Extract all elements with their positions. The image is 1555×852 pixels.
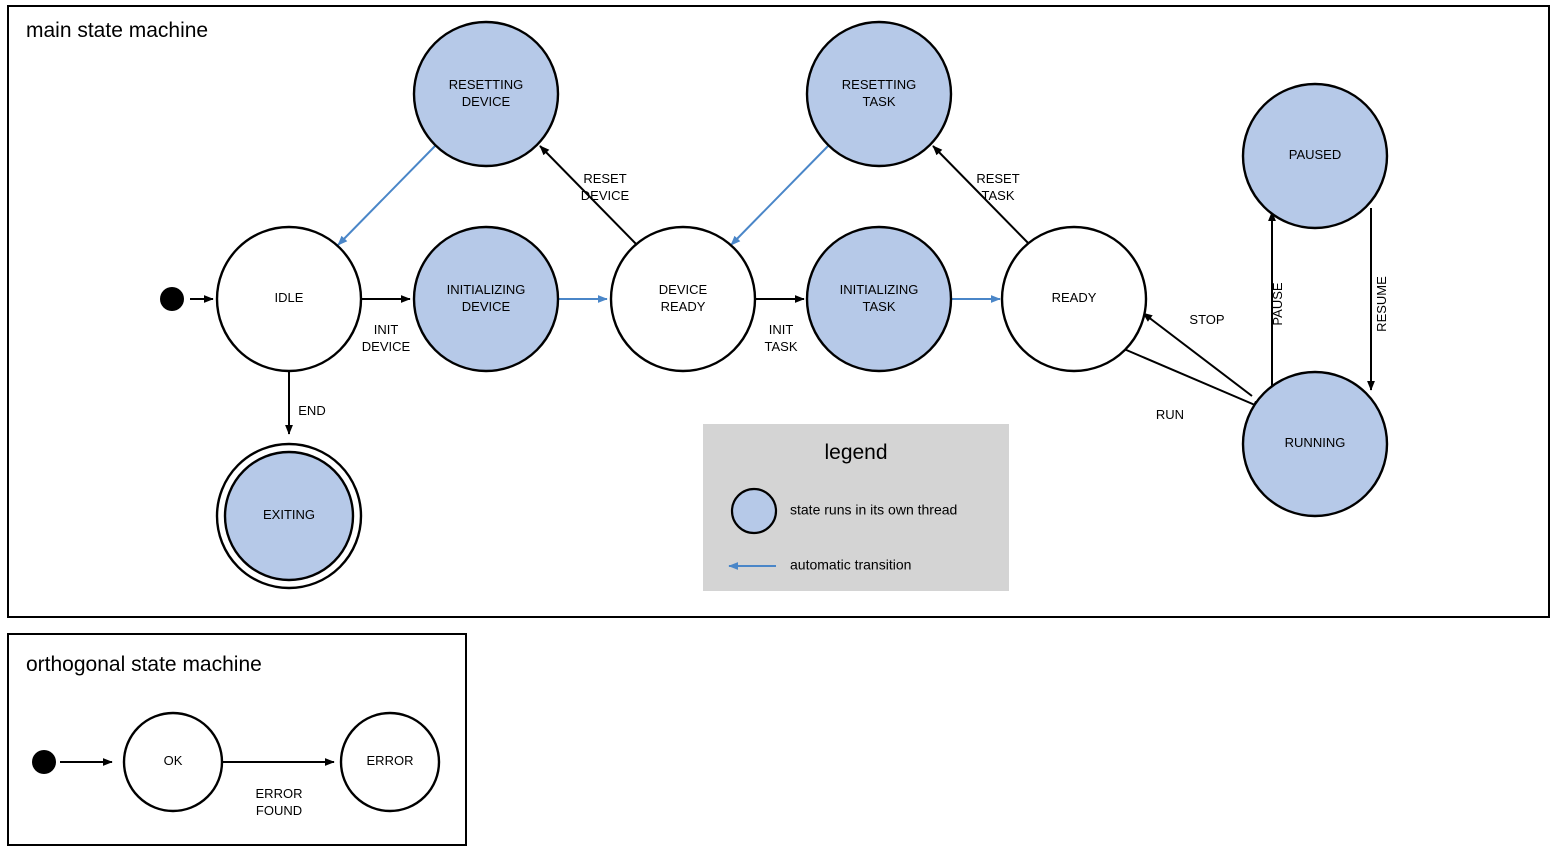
state-label-ready: READY	[1052, 290, 1097, 305]
state-paused[interactable]: PAUSED	[1241, 82, 1389, 230]
state-shape	[412, 225, 560, 373]
legend-title: legend	[824, 441, 887, 464]
orthogonal-states-layer: OK ERROR	[32, 711, 441, 813]
state-shape	[215, 225, 363, 373]
state-shape	[223, 450, 355, 582]
legend: legend state runs in its own thread automa…	[703, 424, 1009, 591]
state-shape	[805, 225, 953, 373]
transition-label-running-to-paused: PAUSE	[1270, 282, 1285, 325]
state-label-paused: PAUSED	[1289, 147, 1342, 162]
state-shape	[122, 711, 224, 813]
legend-item-label: state runs in its own thread	[790, 502, 957, 518]
transition-line	[539, 145, 641, 249]
transition-paused-to-running[interactable]: RESUME	[1367, 208, 1389, 391]
start-state[interactable]	[32, 750, 56, 774]
state-ok[interactable]: OK	[122, 711, 224, 813]
transition-idle-to-exiting[interactable]: END	[285, 372, 326, 435]
transition-label-ready-to-running: RUN	[1156, 407, 1184, 422]
state-label-error: ERROR	[367, 753, 414, 768]
state-label-running: RUNNING	[1285, 435, 1346, 450]
transition-line	[1142, 312, 1253, 397]
transition-line	[1123, 348, 1263, 409]
transition-line	[337, 144, 437, 246]
state-shape	[1241, 370, 1389, 518]
state-exiting[interactable]: EXITING	[215, 442, 363, 590]
state-ready[interactable]: READY	[1000, 225, 1148, 373]
transition-ready-to-running[interactable]: RUN	[1123, 348, 1263, 422]
transition-running-to-ready[interactable]: STOP	[1142, 312, 1253, 397]
transition-running-to-paused[interactable]: PAUSE	[1268, 211, 1285, 396]
main-frame-title: main state machine	[26, 19, 208, 42]
state-label-exiting: EXITING	[263, 507, 315, 522]
state-shape	[412, 20, 560, 168]
state-shape	[339, 711, 441, 813]
state-shape	[1000, 225, 1148, 373]
state-idle[interactable]: IDLE	[215, 225, 363, 373]
state-label-idle: IDLE	[275, 290, 304, 305]
legend-thread-swatch-icon	[730, 487, 778, 535]
state-label-ok: OK	[164, 753, 183, 768]
state-error[interactable]: ERROR	[339, 711, 441, 813]
initial-pseudostate-icon	[32, 750, 56, 774]
start-state[interactable]	[160, 287, 184, 311]
transition-resetting-task-to-dready[interactable]	[730, 144, 830, 246]
state-shape	[805, 20, 953, 168]
legend-thread-state: state runs in its own thread	[730, 487, 957, 535]
transition-resetting-device-to-idle[interactable]	[337, 144, 437, 246]
initial-pseudostate-icon	[160, 287, 184, 311]
legend-item-label: automatic transition	[790, 557, 911, 573]
transition-line	[730, 144, 830, 246]
state-shape	[609, 225, 757, 373]
orthogonal-frame-title: orthogonal state machine	[26, 653, 262, 676]
transition-label-running-to-ready: STOP	[1189, 312, 1224, 327]
transition-label-idle-to-exiting: END	[298, 403, 325, 418]
state-running[interactable]: RUNNING	[1241, 370, 1389, 518]
transition-label-paused-to-running: RESUME	[1374, 276, 1389, 332]
transition-line	[932, 145, 1034, 249]
state-shape	[1241, 82, 1389, 230]
legend-auto-arrow: automatic transition	[728, 557, 911, 573]
